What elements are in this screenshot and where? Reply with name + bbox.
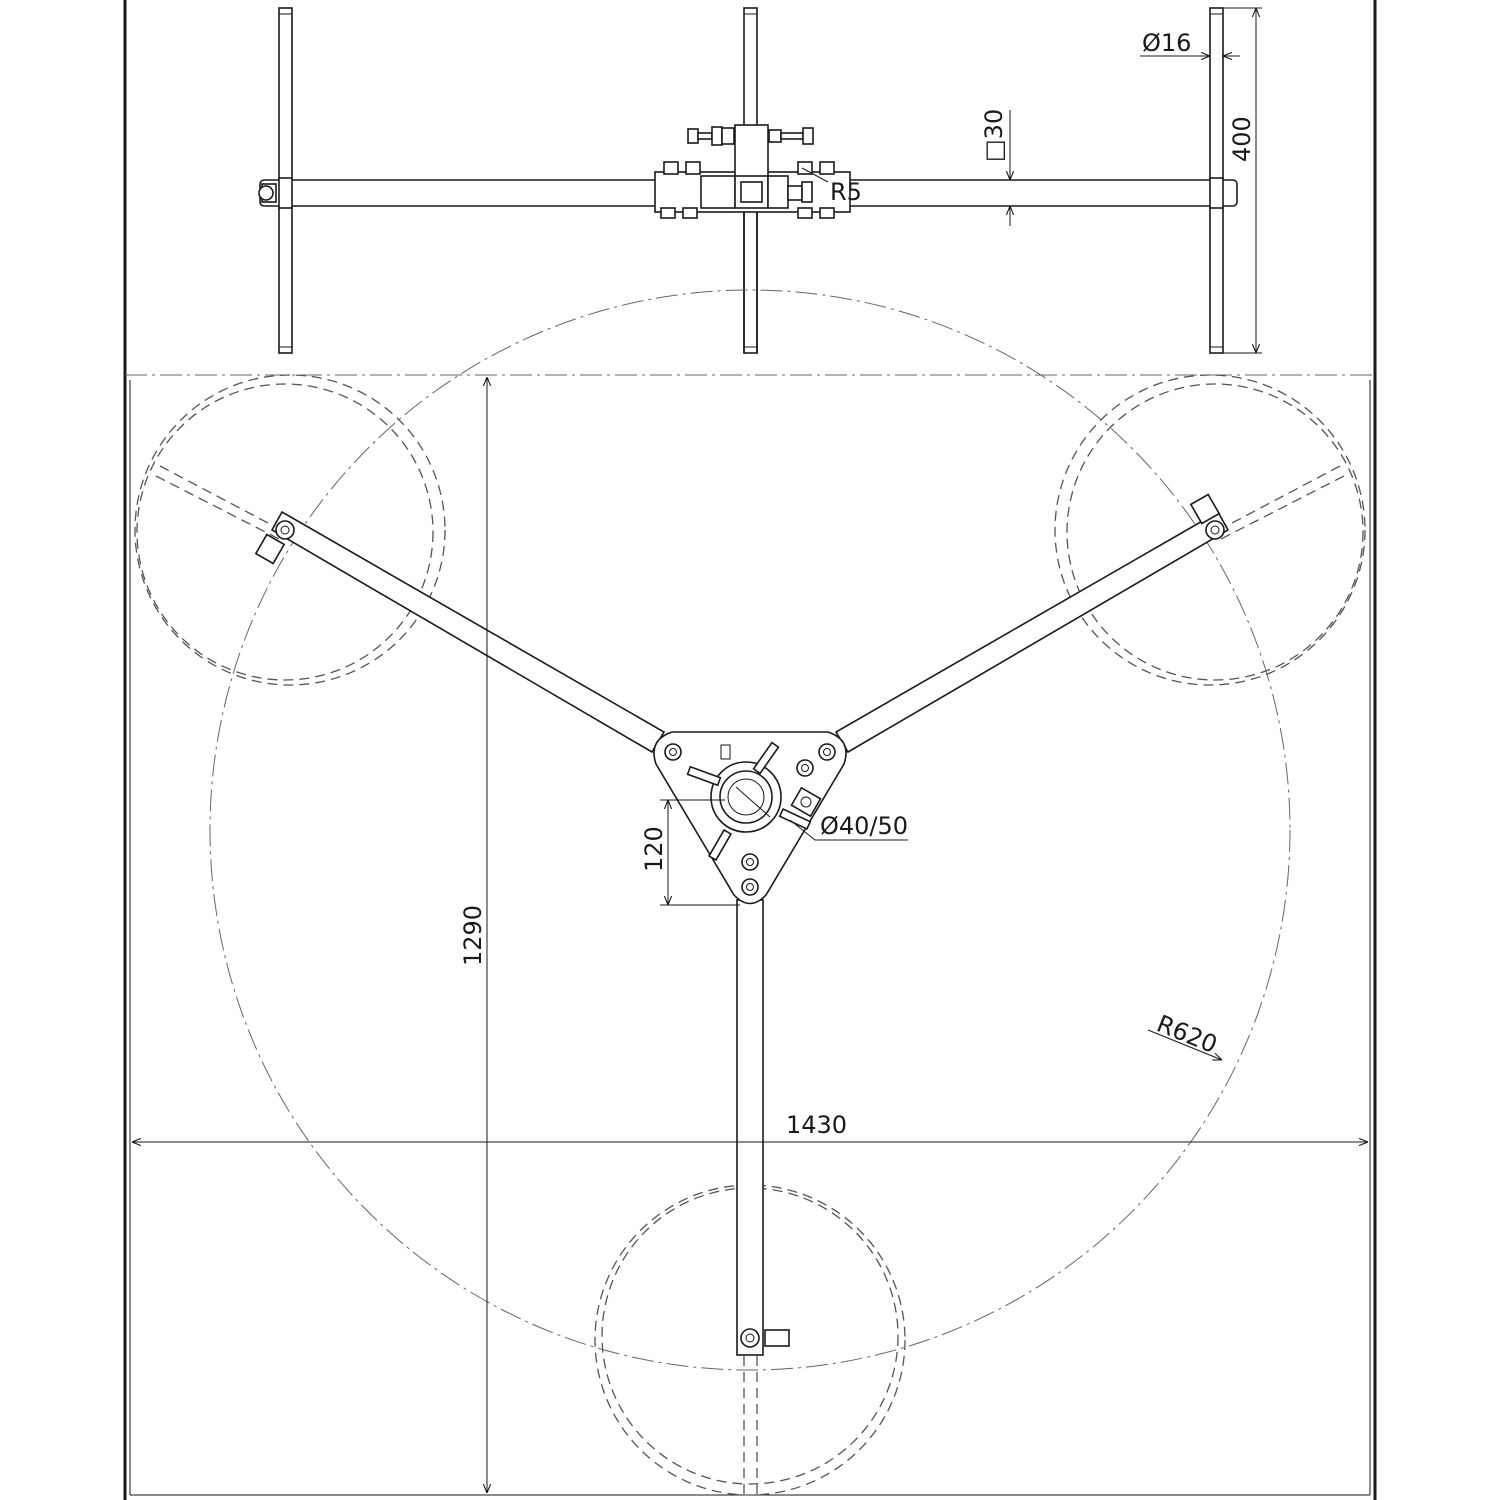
dimension-plate-offset: 120 [640, 799, 740, 906]
dimension-base-radius: R620 [1147, 1010, 1222, 1060]
dimension-overall-width: 1430 [132, 1111, 1368, 1142]
plate-offset-label: 120 [640, 826, 668, 872]
overall-height-label: 1290 [459, 905, 487, 966]
overall-width-label: 1430 [786, 1111, 847, 1139]
mast-clamp [686, 741, 822, 862]
foot-circle-top-right [1054, 374, 1366, 686]
mast-diameter-label: Ø40/50 [820, 812, 908, 840]
dimension-mast-diameter: Ø40/50 [789, 812, 908, 841]
leg-upper-right [834, 493, 1230, 754]
base-circle [209, 289, 1291, 1371]
foot-circle-top-left [134, 374, 446, 686]
dimension-square-tube: □30 [980, 109, 1022, 226]
drawing-frame [123, 0, 1377, 1500]
plate-bolts [664, 743, 836, 896]
dimension-overall-height: 1290 [459, 377, 487, 1493]
dimension-small-radius: R5 [801, 167, 862, 206]
leg-upper-left [254, 510, 666, 754]
leg-bottom [736, 899, 790, 1356]
top-view: Ø40/50 120 1290 1430 R620 [132, 289, 1368, 1496]
small-radius-label: R5 [830, 178, 862, 206]
rod-height-label: 400 [1228, 116, 1256, 162]
dimension-rod-diameter: Ø16 [1140, 20, 1240, 60]
rod-diameter-label: Ø16 [1142, 29, 1191, 57]
center-clamp-assembly [654, 124, 851, 219]
hub-plate [653, 731, 847, 905]
square-tube-label: □30 [980, 109, 1008, 162]
base-radius-label: R620 [1153, 1010, 1221, 1059]
dimension-rod-height: 400 [1223, 7, 1262, 354]
side-view: Ø16 400 □30 R5 [258, 7, 1262, 354]
